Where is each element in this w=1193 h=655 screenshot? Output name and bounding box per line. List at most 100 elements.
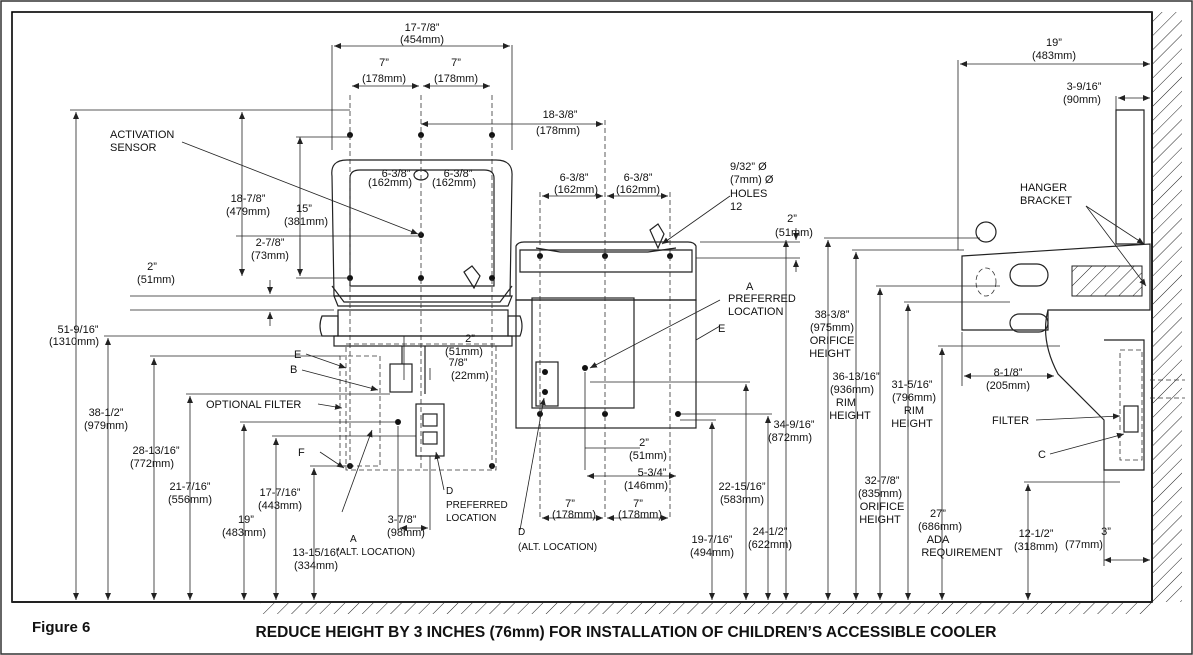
sensor-label-1: ACTIVATION xyxy=(110,129,174,141)
center-h34-mm: (872mm) xyxy=(768,432,812,444)
center-h24: 24-1/2” xyxy=(753,526,788,538)
holes-line2: (7mm) Ø xyxy=(730,174,774,186)
front-b-label: B xyxy=(290,364,297,376)
front-h3812: 38-1/2” xyxy=(89,407,124,419)
front-e-label: E xyxy=(294,349,301,361)
side-o38-mm: (975mm) xyxy=(810,322,854,334)
front-d378-mm: (98mm) xyxy=(387,527,425,539)
front-h278: 2-7/8” xyxy=(256,237,285,249)
center-h22-mm: (583mm) xyxy=(720,494,764,506)
front-c638a: 6-3/8” xyxy=(382,168,411,180)
front-d-pref2: LOCATION xyxy=(446,513,496,524)
front-h2: 2” xyxy=(147,261,157,273)
optional-filter-label: OPTIONAL FILTER xyxy=(206,399,301,411)
center-view xyxy=(515,120,697,520)
front-width-label: 17-7/8” xyxy=(405,22,440,34)
center-h22: 22-15/16” xyxy=(718,481,765,493)
side-o32: 32-7/8” xyxy=(865,475,900,487)
front-c638a-mm: (162mm) xyxy=(368,177,412,189)
center-w7a-mm: (178mm) xyxy=(552,509,596,521)
front-h131516: 13-15/16” xyxy=(292,547,339,559)
figure-caption: REDUCE HEIGHT BY 3 INCHES (76mm) FOR INS… xyxy=(256,624,997,641)
front-d378: 3-7/8” xyxy=(388,514,417,526)
side-r36-l1: RIM xyxy=(836,397,856,409)
front-left7: 7” xyxy=(379,57,389,69)
side-h1212: 12-1/2” xyxy=(1019,528,1054,540)
side-a27-l2: REQUIREMENT xyxy=(921,547,1003,559)
front-d-pref1: PREFERRED xyxy=(446,500,508,511)
side-r31-l2: HEIGHT xyxy=(891,418,933,430)
front-width-mm: (454mm) xyxy=(400,34,444,46)
front-h15-mm: (381mm) xyxy=(284,216,328,228)
holes-line3: HOLES xyxy=(730,188,767,200)
center-w18-mm: (178mm) xyxy=(536,125,580,137)
front-h131516-mm: (334mm) xyxy=(294,560,338,572)
front-h281316-mm: (772mm) xyxy=(130,458,174,470)
center-d2-mm: (51mm) xyxy=(629,450,667,462)
center-e-label: E xyxy=(718,323,725,335)
center-w7b: 7” xyxy=(633,498,643,510)
front-h15: 15” xyxy=(296,203,312,215)
front-a-label: A xyxy=(350,534,357,545)
front-h19: 19” xyxy=(238,514,254,526)
front-h278-mm: (73mm) xyxy=(251,250,289,262)
center-h19716-mm: (494mm) xyxy=(690,547,734,559)
front-h21716: 21-7/16” xyxy=(170,481,211,493)
front-h17716: 17-7/16” xyxy=(260,487,301,499)
front-view xyxy=(319,95,523,471)
front-h21716-mm: (556mm) xyxy=(168,494,212,506)
side-w19: 19” xyxy=(1046,37,1062,49)
center-a-label: A xyxy=(746,281,754,293)
front-h1878-mm: (479mm) xyxy=(226,206,270,218)
center-d2: 2” xyxy=(639,437,649,449)
side-labels: 19” (483mm) 3-9/16” (90mm) HANGER BRACKE… xyxy=(809,37,1111,559)
front-d2: 2” xyxy=(465,333,475,345)
hanger-label-1: HANGER xyxy=(1020,182,1067,194)
front-left7-mm: (178mm) xyxy=(362,73,406,85)
holes-line4: 12 xyxy=(730,201,742,213)
total-height-mm: (1310mm) xyxy=(49,336,99,348)
front-h281316: 28-13/16” xyxy=(132,445,179,457)
center-c638a: 6-3/8” xyxy=(560,172,589,184)
front-h2-mm: (51mm) xyxy=(137,274,175,286)
side-o38-l2: HEIGHT xyxy=(809,348,851,360)
center-labels: 18-3/8” (178mm) 6-3/8” (162mm) 6-3/8” (1… xyxy=(518,109,815,559)
center-d-alt: (ALT. LOCATION) xyxy=(518,542,597,553)
side-dimensions xyxy=(824,60,1150,600)
side-w19-mm: (483mm) xyxy=(1032,50,1076,62)
side-o38: 38-3/8” xyxy=(815,309,850,321)
side-r36-l2: HEIGHT xyxy=(829,410,871,422)
center-dimensions xyxy=(421,121,800,600)
center-a-pref1: PREFERRED xyxy=(728,293,796,305)
side-w3916-mm: (90mm) xyxy=(1063,94,1101,106)
front-h19-mm: (483mm) xyxy=(222,527,266,539)
side-o38-l1: ORIFICE xyxy=(810,335,855,347)
side-h3-mm: (77mm) xyxy=(1065,539,1103,551)
center-h2: 2” xyxy=(787,213,797,225)
center-d-label: D xyxy=(518,527,525,538)
side-filter-label: FILTER xyxy=(992,415,1029,427)
front-d78: 7/8” xyxy=(449,357,468,369)
center-c638a-mm: (162mm) xyxy=(554,184,598,196)
sensor-label-2: SENSOR xyxy=(110,142,157,154)
side-a27: 27” xyxy=(930,508,946,520)
side-o32-l1: ORIFICE xyxy=(860,501,905,513)
center-a-pref2: LOCATION xyxy=(728,306,783,318)
front-f-label: F xyxy=(298,447,305,459)
front-c638b: 6-3/8” xyxy=(444,168,473,180)
floor xyxy=(12,601,1152,614)
side-r36-mm: (936mm) xyxy=(830,384,874,396)
center-w7b-mm: (178mm) xyxy=(618,509,662,521)
center-c638b: 6-3/8” xyxy=(624,172,653,184)
center-h19716: 19-7/16” xyxy=(692,534,733,546)
front-a-alt: (ALT. LOCATION) xyxy=(336,547,415,558)
side-a27-mm: (686mm) xyxy=(918,521,962,533)
center-h34: 34-9/16” xyxy=(774,419,815,431)
side-r36: 36-13/16” xyxy=(832,371,879,383)
center-w7a: 7” xyxy=(565,498,575,510)
front-d2-mm: (51mm) xyxy=(445,346,483,358)
front-right7: 7” xyxy=(451,57,461,69)
